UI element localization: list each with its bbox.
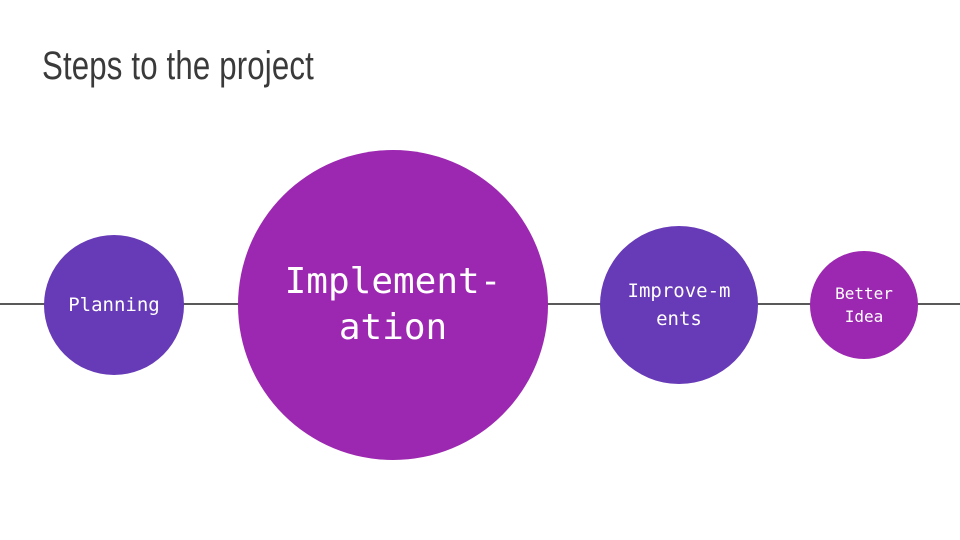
step-circle-planning: Planning	[44, 235, 184, 375]
slide-title: Steps to the project	[42, 44, 314, 88]
step-label-improvements: Improve-m ents	[627, 280, 731, 330]
step-label-planning: Planning	[68, 294, 160, 316]
step-circle-improvements: Improve-m ents	[600, 226, 758, 384]
step-label-implementation: Implement- ation	[284, 261, 502, 348]
step-circle-implementation: Implement- ation	[238, 150, 548, 460]
step-circle-better-idea: Better Idea	[810, 251, 918, 359]
step-label-better-idea: Better Idea	[835, 284, 893, 326]
